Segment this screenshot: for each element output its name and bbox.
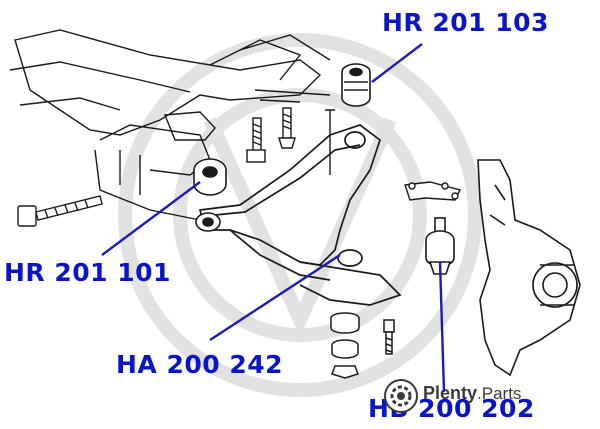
nut-stack — [330, 312, 395, 379]
bracket — [404, 181, 462, 201]
subframe — [9, 29, 335, 221]
leader-lines — [101, 43, 446, 393]
top-bushing — [341, 63, 371, 107]
label-top-right[interactable]: HR 201 103 — [382, 8, 549, 37]
arm-front-bushing — [195, 212, 221, 232]
watermark-brand-suffix: .Parts — [477, 384, 522, 403]
leader-left — [101, 181, 201, 256]
gear-icon — [384, 379, 418, 413]
leader-bottom-right — [438, 261, 446, 393]
long-bolt — [17, 195, 103, 227]
label-bottom-center[interactable]: HA 200 242 — [116, 350, 284, 379]
watermark-brand-name: Plenty — [423, 383, 478, 403]
watermark-brand: Plenty.Parts — [423, 384, 521, 403]
leader-top-right — [371, 43, 423, 83]
label-left[interactable]: HR 201 101 — [4, 258, 171, 287]
control-arm — [198, 124, 402, 306]
leader-bottom-center — [209, 253, 341, 342]
center-bolts — [246, 107, 296, 163]
left-bushing — [193, 158, 227, 196]
steering-knuckle — [477, 159, 581, 377]
ball-joint — [425, 217, 455, 275]
